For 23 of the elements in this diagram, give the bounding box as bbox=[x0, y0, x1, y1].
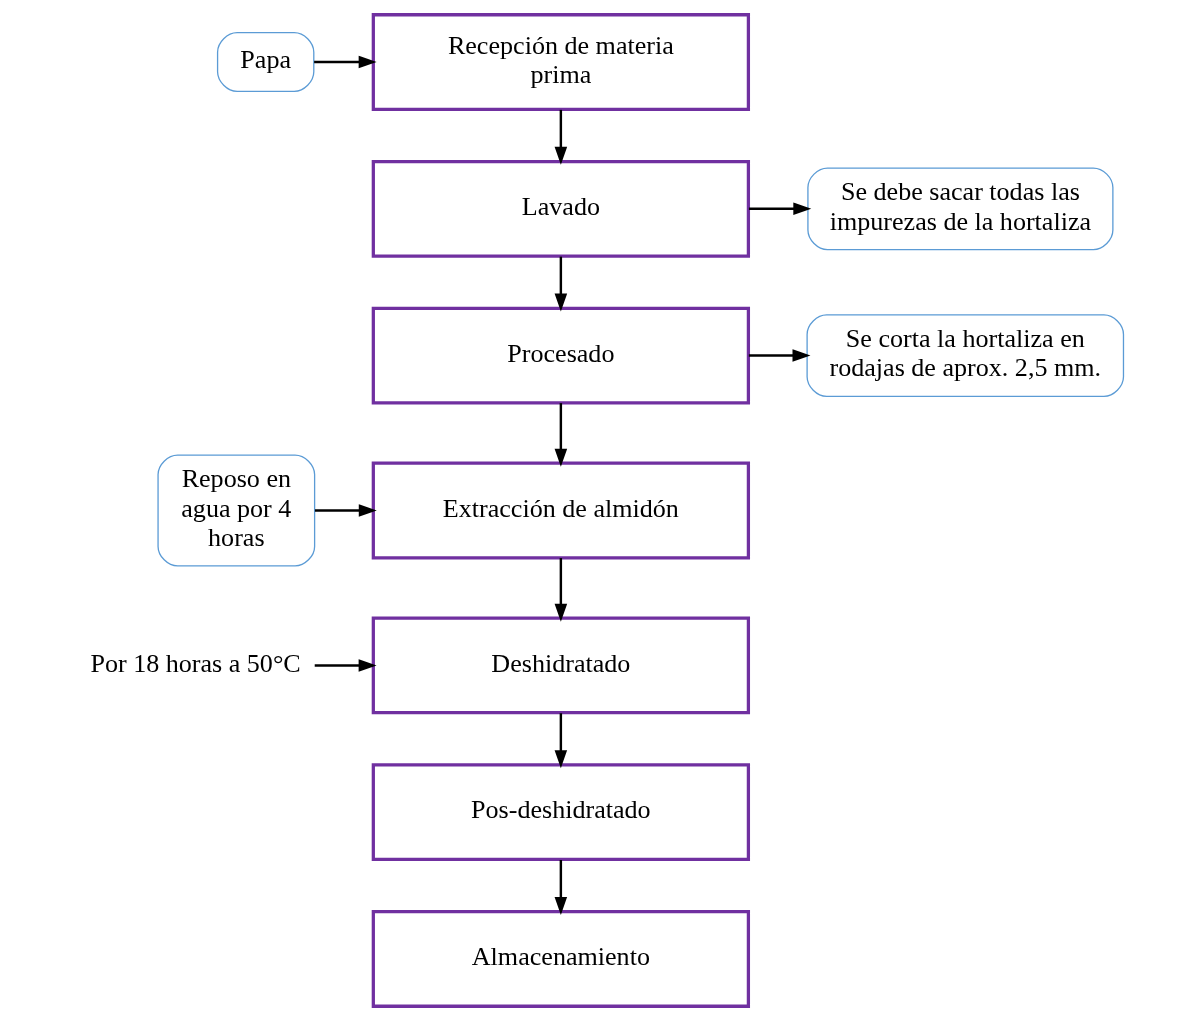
node-box: Se debe sacar todas las impurezas de la hortaliza bbox=[806, 167, 1114, 251]
node-box: Deshidratado bbox=[371, 616, 750, 715]
arrow bbox=[748, 202, 811, 216]
arrow bbox=[554, 403, 567, 467]
node-text: Por 18 horas a 50°C bbox=[89, 648, 301, 678]
node-box: Pos-deshidratado bbox=[371, 763, 750, 862]
arrow bbox=[554, 860, 567, 915]
arrow bbox=[554, 558, 567, 622]
arrow bbox=[748, 349, 810, 362]
arrow bbox=[313, 55, 377, 69]
node-box: Se corta la hortaliza en rodajas de aprox. 2,5 mm. bbox=[805, 314, 1124, 397]
node-box: Recepción de materia prima bbox=[371, 13, 750, 111]
arrow bbox=[554, 109, 567, 165]
arrow bbox=[554, 256, 567, 312]
arrow bbox=[314, 504, 377, 517]
node-box: Reposo en agua por 4 horas bbox=[156, 454, 315, 567]
node-box: Almacenamiento bbox=[371, 910, 750, 1008]
node-box: Extracción de almidón bbox=[371, 461, 750, 560]
arrow bbox=[554, 713, 567, 769]
arrow bbox=[314, 659, 377, 672]
node-box: Papa bbox=[216, 32, 314, 93]
node-box: Lavado bbox=[371, 159, 750, 258]
node-box: Procesado bbox=[371, 306, 750, 405]
